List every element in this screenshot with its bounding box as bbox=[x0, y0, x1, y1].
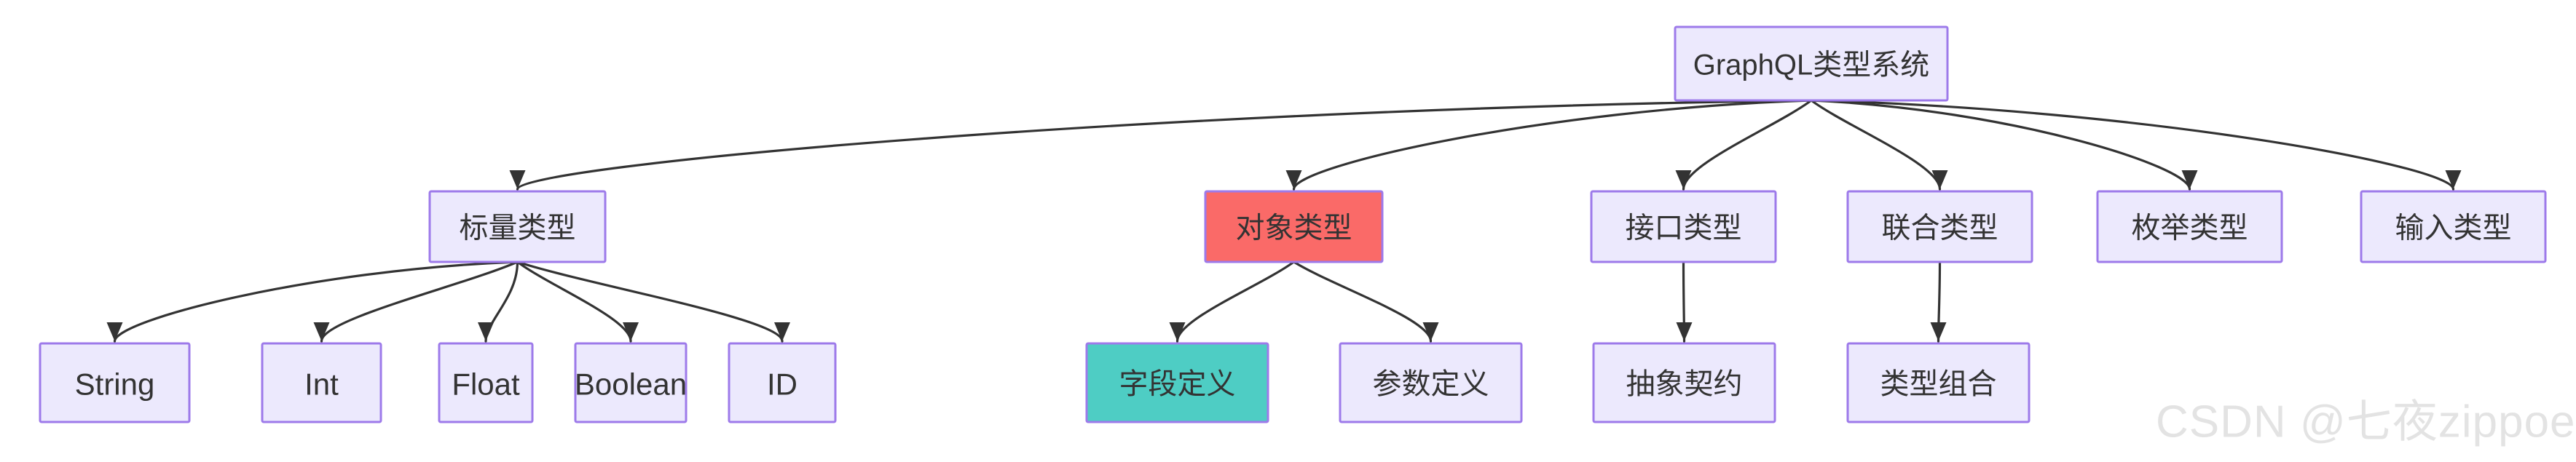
node-input[interactable]: 输入类型 bbox=[2360, 190, 2547, 263]
edge-root-to-enum bbox=[1810, 99, 2191, 191]
edge-arrowhead bbox=[477, 322, 494, 341]
csdn-watermark: CSDN @七夜zippoe bbox=[2156, 397, 2576, 447]
node-box-arg-def[interactable] bbox=[1339, 342, 1523, 423]
node-field-def[interactable]: 字段定义 bbox=[1085, 342, 1269, 423]
node-box-boolean[interactable] bbox=[574, 342, 688, 423]
node-box-type-composition[interactable] bbox=[1846, 342, 2031, 423]
node-box-scalar[interactable] bbox=[428, 190, 607, 263]
node-interface[interactable]: 接口类型 bbox=[1590, 190, 1777, 263]
node-boolean[interactable]: Boolean bbox=[574, 342, 688, 423]
nodes-layer: GraphQL类型系统标量类型 对象类型 接口类型联合类型枚举类型 输入类型 Strin… bbox=[39, 25, 2547, 423]
edge-object-to-arg-def bbox=[1292, 260, 1433, 343]
node-box-id[interactable] bbox=[728, 342, 837, 423]
node-abstract-contract[interactable]: 抽象契约 bbox=[1592, 342, 1776, 423]
node-int[interactable]: Int bbox=[261, 342, 382, 423]
edge-arrowhead bbox=[622, 322, 639, 341]
edge-scalar-to-int bbox=[320, 260, 519, 343]
edge-arrowhead bbox=[2445, 170, 2462, 189]
edge-scalar-to-string bbox=[113, 260, 519, 343]
edge-arrowhead bbox=[1676, 322, 1693, 341]
node-box-field-def[interactable] bbox=[1085, 342, 1269, 423]
edge-arrowhead bbox=[313, 322, 330, 341]
node-string[interactable]: String bbox=[39, 342, 191, 423]
edge-arrowhead bbox=[1422, 322, 1439, 341]
node-id[interactable]: ID bbox=[728, 342, 837, 423]
node-box-string[interactable] bbox=[39, 342, 191, 423]
edge-arrowhead bbox=[1931, 170, 1948, 189]
edge-root-to-interface bbox=[1682, 99, 1813, 191]
edge-arrowhead bbox=[1675, 170, 1692, 189]
node-float[interactable]: Float bbox=[438, 342, 534, 423]
node-box-interface[interactable] bbox=[1590, 190, 1777, 263]
edges-layer bbox=[106, 99, 2462, 343]
edge-object-to-field-def bbox=[1175, 260, 1296, 343]
edge-arrowhead bbox=[106, 322, 123, 341]
edge-scalar-to-id bbox=[516, 260, 784, 343]
node-box-enum[interactable] bbox=[2096, 190, 2283, 263]
edge-scalar-to-boolean bbox=[516, 260, 632, 343]
node-enum[interactable]: 枚举类型 bbox=[2096, 190, 2283, 263]
node-box-input[interactable] bbox=[2360, 190, 2547, 263]
node-box-abstract-contract[interactable] bbox=[1592, 342, 1776, 423]
edge-root-to-input bbox=[1810, 99, 2455, 191]
node-box-root[interactable] bbox=[1674, 25, 1949, 102]
node-union[interactable]: 联合类型 bbox=[1846, 190, 2033, 263]
edge-arrowhead bbox=[1169, 322, 1186, 341]
edge-arrowhead bbox=[509, 170, 526, 189]
node-box-union[interactable] bbox=[1846, 190, 2033, 263]
node-root[interactable]: GraphQL类型系统 bbox=[1674, 25, 1949, 102]
node-type-composition[interactable]: 类型组合 bbox=[1846, 342, 2031, 423]
edge-arrowhead bbox=[2181, 170, 2198, 189]
node-box-int[interactable] bbox=[261, 342, 382, 423]
edge-arrowhead bbox=[1285, 170, 1302, 189]
node-box-object[interactable] bbox=[1204, 190, 1384, 263]
edge-root-to-union bbox=[1810, 99, 1942, 191]
node-box-float[interactable] bbox=[438, 342, 534, 423]
node-arg-def[interactable]: 参数定义 bbox=[1339, 342, 1523, 423]
edge-root-to-object bbox=[1292, 99, 1813, 191]
edge-root-to-scalar bbox=[516, 99, 1813, 191]
node-scalar[interactable]: 标量类型 bbox=[428, 190, 607, 263]
edge-arrowhead bbox=[1930, 322, 1947, 341]
edge-arrowhead bbox=[773, 322, 790, 341]
node-object[interactable]: 对象类型 bbox=[1204, 190, 1384, 263]
